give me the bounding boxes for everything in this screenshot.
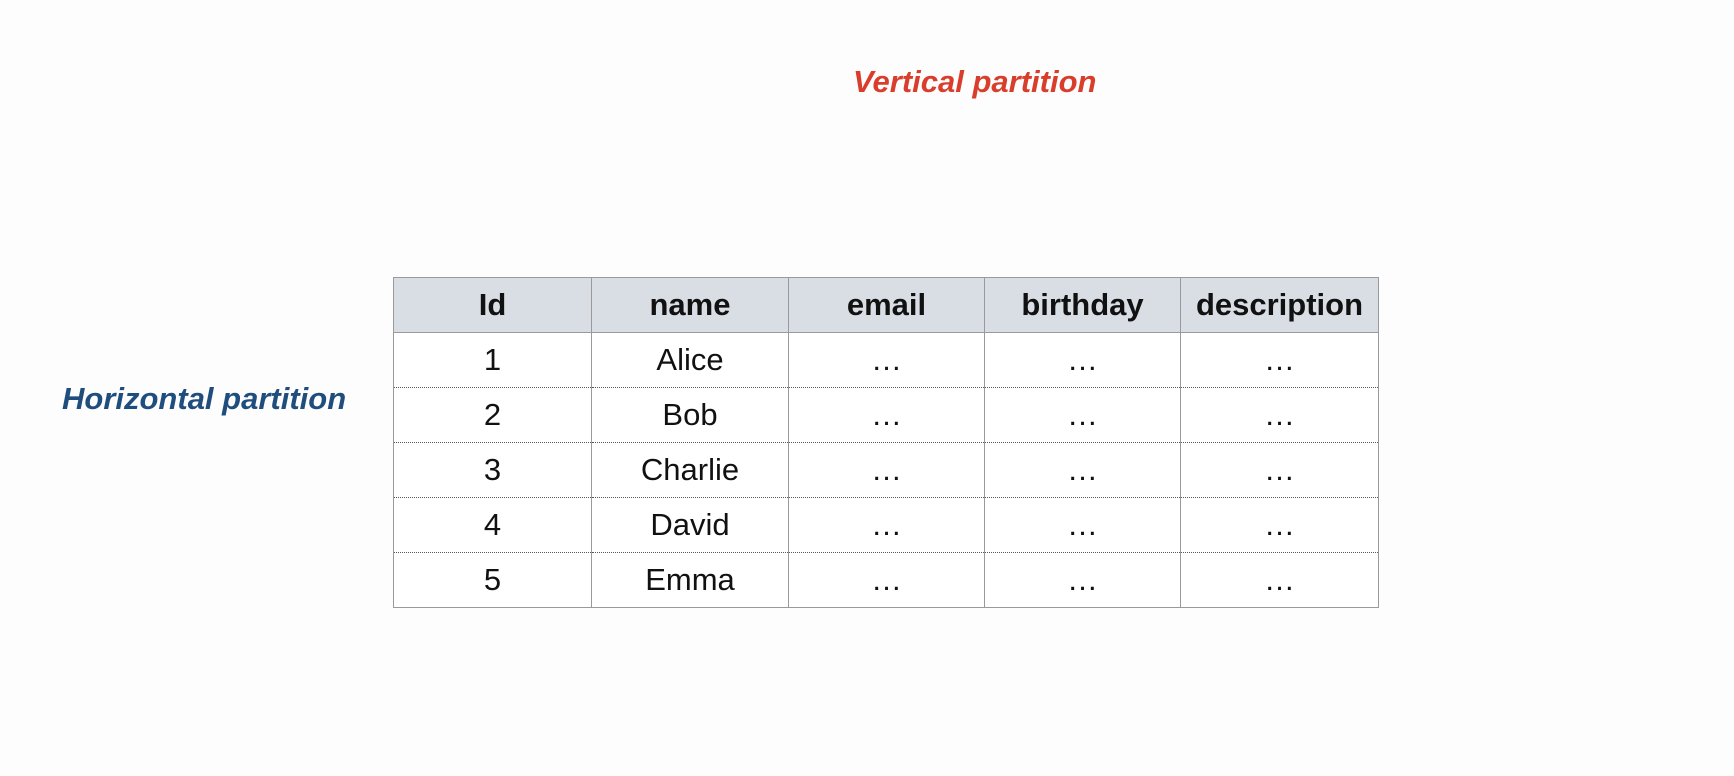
table-row: 3 Charlie … … … [393,442,1379,498]
cell-description: … [1180,552,1379,608]
table-row: 2 Bob … … … [393,387,1379,443]
column-header-email: email [788,277,985,333]
table-row: 5 Emma … … … [393,552,1379,608]
column-header-id: Id [393,277,592,333]
cell-id: 4 [393,497,592,553]
cell-name: Alice [591,332,789,388]
cell-id: 5 [393,552,592,608]
cell-id: 1 [393,332,592,388]
cell-description: … [1180,332,1379,388]
horizontal-partition-label: Horizontal partition [62,381,347,416]
cell-birthday: … [984,387,1181,443]
cell-birthday: … [984,442,1181,498]
vertical-partition-label: Vertical partition [853,64,1097,99]
cell-email: … [788,387,985,443]
table-row: 4 David … … … [393,497,1379,553]
cell-name: Bob [591,387,789,443]
cell-email: … [788,442,985,498]
cell-name: David [591,497,789,553]
cell-birthday: … [984,497,1181,553]
table-row: 1 Alice … … … [393,332,1379,388]
column-header-birthday: birthday [984,277,1181,333]
cell-email: … [788,497,985,553]
cell-name: Charlie [591,442,789,498]
users-table: Id name email birthday description 1 Ali… [393,277,1379,608]
cell-birthday: … [984,552,1181,608]
cell-name: Emma [591,552,789,608]
cell-description: … [1180,387,1379,443]
cell-email: … [788,332,985,388]
cell-id: 2 [393,387,592,443]
column-header-description: description [1180,277,1379,333]
column-header-name: name [591,277,789,333]
table-header-row: Id name email birthday description [393,277,1379,333]
cell-id: 3 [393,442,592,498]
cell-birthday: … [984,332,1181,388]
cell-description: … [1180,497,1379,553]
cell-email: … [788,552,985,608]
cell-description: … [1180,442,1379,498]
